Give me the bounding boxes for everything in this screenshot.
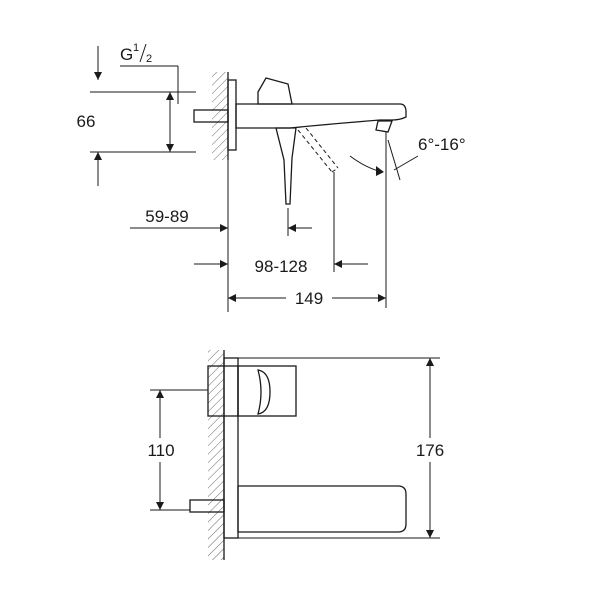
thread-num: 1 — [133, 42, 139, 54]
dim-59-arrow — [220, 224, 228, 232]
dim-149-arrow-l — [228, 294, 236, 302]
dim-110-arrow-top — [156, 390, 164, 398]
thread-den: 2 — [146, 53, 152, 65]
side-view: G 1 2 66 6°-16° 59-89 98-128 — [77, 42, 466, 312]
dim-176-mask — [406, 438, 454, 462]
inlet-pipe-front — [189, 499, 225, 513]
lever-alt-1 — [297, 129, 333, 173]
dim-110-label: 110 — [147, 441, 174, 460]
angle-arrow — [376, 166, 384, 176]
dim-59-label: 59-89 — [145, 207, 188, 226]
dim-98-arrow-r — [334, 260, 342, 268]
lever-block — [237, 365, 297, 417]
front-view: 110 176 — [138, 350, 454, 560]
aerator — [375, 120, 393, 133]
wall-hatch-top — [212, 72, 228, 160]
inlet-pipe — [193, 109, 229, 123]
dim-59-arrow-r — [288, 224, 296, 232]
wall-hatch-bottom — [208, 350, 224, 560]
dim-110-mask — [138, 438, 184, 462]
dim-149-mask — [286, 286, 332, 308]
lever-grip — [257, 369, 271, 415]
spout-front — [237, 485, 407, 533]
dim-149-arrow-r — [378, 294, 386, 302]
fraction-slash — [139, 43, 147, 63]
wall-plate-side — [227, 79, 237, 151]
dim-176-arrow-top — [426, 358, 434, 366]
dim-66-arrow-top — [166, 92, 174, 100]
angle-line — [387, 139, 401, 181]
dim-66-arrow-bot — [166, 144, 174, 152]
lever-alt-2 — [305, 127, 339, 169]
thread-label: G — [120, 45, 133, 64]
dim-110-arrow-bot — [156, 502, 164, 510]
lever-top — [257, 77, 293, 105]
wall-plate-front — [223, 357, 239, 539]
dim-66-label: 66 — [77, 112, 96, 131]
lever-alt-3 — [331, 167, 339, 173]
handle-lever — [275, 127, 297, 205]
angle-leader — [393, 155, 419, 171]
g-arrow — [94, 72, 102, 80]
dim-176-label: 176 — [416, 441, 444, 460]
dim-98-arrow-l — [220, 260, 228, 268]
angle-label: 6°-16° — [418, 135, 466, 154]
dim-149-label: 149 — [295, 289, 323, 308]
spout-side — [235, 103, 407, 129]
dim-176-arrow-bot — [426, 530, 434, 538]
dim-98-label: 98-128 — [255, 257, 308, 276]
dim-66-left-arrow — [94, 152, 102, 160]
